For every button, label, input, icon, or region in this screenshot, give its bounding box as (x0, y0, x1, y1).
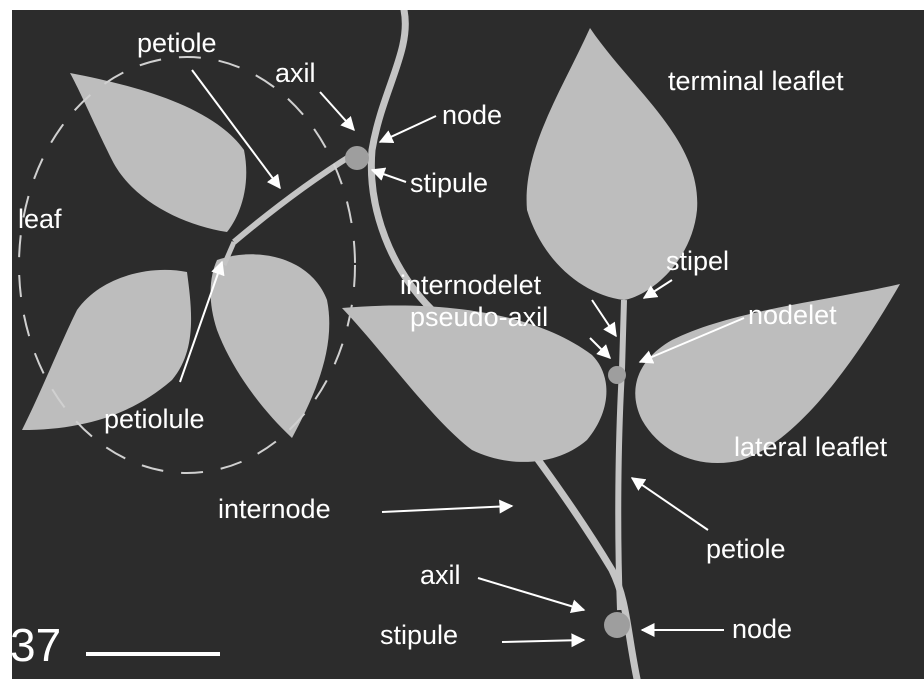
nodelet-blob (608, 366, 626, 384)
arrow-axil-top (320, 92, 354, 130)
label-terminal-leaflet: terminal leaflet (668, 68, 844, 95)
top-margin (0, 0, 924, 10)
upper-node (345, 146, 369, 170)
arrow-stipule-bottom (502, 640, 584, 642)
label-lateral-leaflet: lateral leaflet (734, 434, 887, 461)
arrow-stipule-top (372, 170, 406, 182)
arrow-internodelet (592, 300, 616, 336)
petiole-left-leaf (234, 155, 352, 242)
petiole-right-leaf (618, 300, 624, 610)
scale-bar (86, 652, 220, 656)
label-petiole-top: petiole (137, 30, 217, 57)
label-nodelet: nodelet (748, 302, 837, 329)
label-axil-top: axil (275, 60, 316, 87)
left-margin (0, 0, 12, 679)
label-internodelet: internodelet (400, 272, 541, 299)
label-axil-bottom: axil (420, 562, 461, 589)
label-stipule-top: stipule (410, 170, 488, 197)
left-terminal-leaflet (70, 73, 246, 232)
figure-number: 37 (12, 622, 61, 668)
lower-node (604, 612, 630, 638)
arrow-petiole-bottom (632, 478, 708, 530)
left-lower-leaflet-2 (211, 254, 330, 438)
label-stipel: stipel (666, 248, 729, 275)
label-petiolule: petiolule (104, 406, 205, 433)
arrow-node-top (380, 116, 436, 142)
label-node-top: node (442, 102, 502, 129)
plant-photo-figure: petiole axil node stipule leaf petiolule… (12, 10, 924, 679)
label-pseudo-axil: pseudo-axil (410, 304, 548, 331)
label-node-bottom: node (732, 616, 792, 643)
label-stipule-bottom: stipule (380, 622, 458, 649)
label-petiole-bottom: petiole (706, 536, 786, 563)
label-internode: internode (218, 496, 331, 523)
arrow-internode (382, 506, 512, 512)
arrow-axil-bottom (478, 578, 584, 610)
arrow-pseudo-axil (590, 338, 610, 358)
label-leaf: leaf (18, 206, 62, 233)
